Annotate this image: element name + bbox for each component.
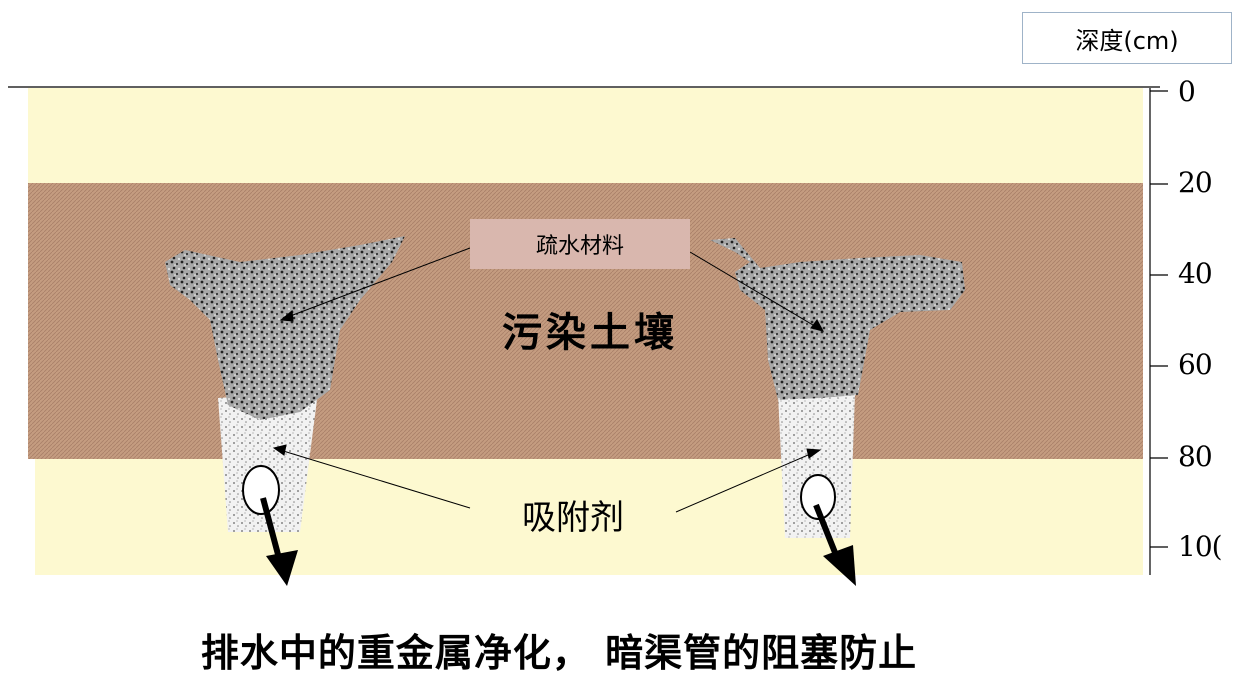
left-drainage-material — [165, 236, 405, 420]
leader-adsorbent-left — [279, 449, 471, 509]
depth-tick-label-20: 20 — [1178, 166, 1213, 199]
drainage-material-label-box: 疏水材料 — [470, 219, 690, 269]
right-drainage-material — [710, 238, 965, 400]
drainage-material-label: 疏水材料 — [535, 234, 624, 259]
leader-adsorbent-left-arrowhead — [272, 444, 287, 456]
left-flow-arrow — [260, 497, 298, 586]
diagram-caption-text: 排水中的重金属净化， 暗渠管的阻塞防止 — [200, 631, 918, 675]
depth-axis-ticks — [1150, 90, 1168, 548]
leader-drainage-left-arrowhead — [279, 310, 294, 322]
depth-tick-label-100: 10( — [1178, 530, 1223, 563]
leader-drainage-right — [689, 251, 819, 329]
right-flow-arrow — [813, 503, 856, 586]
right-adsorbent-zone — [778, 393, 855, 538]
leader-drainage-left — [284, 247, 471, 319]
contaminated-soil-label: 污染土壤 — [502, 310, 678, 356]
depth-tick-label-80: 80 — [1178, 440, 1213, 473]
leader-adsorbent-right — [675, 451, 816, 513]
leader-drainage-right-arrowhead — [810, 319, 824, 332]
depth-tick-label-40: 40 — [1178, 257, 1213, 290]
depth-header-box: 深度(cm) — [1022, 12, 1232, 64]
diagram-caption: 排水中的重金属净化， 暗渠管的阻塞防止 — [0, 622, 1250, 677]
depth-tick-label-0: 0 — [1178, 75, 1196, 108]
leader-adsorbent-right-arrowhead — [806, 448, 822, 459]
adsorbent-label: 吸附剂 — [522, 498, 624, 538]
right-drain-pipe — [800, 474, 836, 520]
topsoil-layer — [28, 88, 1143, 183]
left-drain-pipe — [242, 465, 280, 515]
depth-tick-label-60: 60 — [1178, 348, 1213, 381]
subsoil-layer — [35, 459, 1143, 575]
depth-header-label: 深度(cm) — [1075, 26, 1179, 55]
